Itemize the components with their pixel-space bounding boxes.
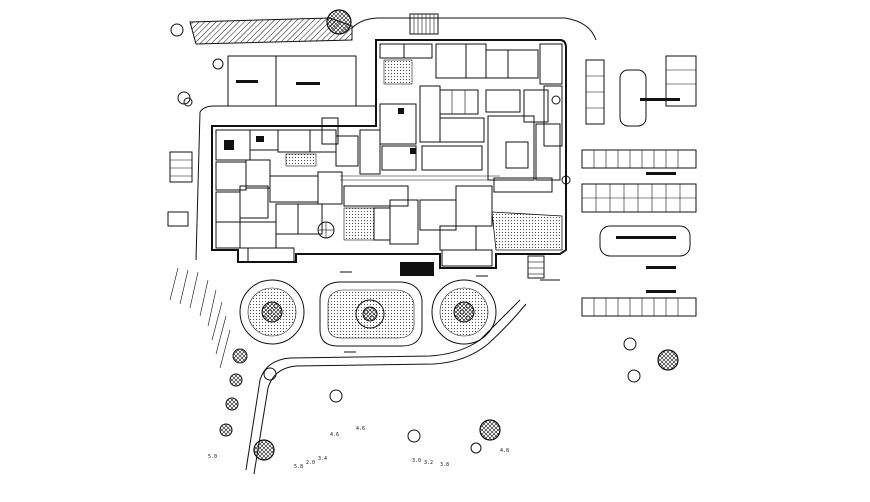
parking-northeast xyxy=(585,55,697,127)
entrance-wings xyxy=(247,247,493,276)
parking-west xyxy=(167,151,231,369)
parking-east-row3 xyxy=(599,225,691,269)
west-wing-rooms xyxy=(215,117,359,249)
southeast-garden xyxy=(491,211,563,251)
trees xyxy=(177,91,679,461)
ground-label-5: 3.8 xyxy=(440,462,449,468)
dropoff-marks xyxy=(340,255,560,353)
east-round-planter xyxy=(431,279,497,345)
ground-label-8: 5.8 xyxy=(294,464,303,470)
east-wing-rooms xyxy=(379,43,563,193)
central-block xyxy=(317,185,493,251)
north-entrance-stair xyxy=(409,13,439,35)
parking-east-row2 xyxy=(581,183,697,213)
central-plaza xyxy=(319,281,423,347)
ground-label-1: 5.0 xyxy=(208,454,217,460)
ground-label-2: 4.6 xyxy=(356,426,365,432)
ground-label-10: 4.6 xyxy=(330,432,339,438)
north-lawn-blocks xyxy=(212,55,357,107)
parking-east-row1 xyxy=(581,149,697,175)
central-corridor xyxy=(340,103,500,181)
ground-label-4: 3.2 xyxy=(424,460,433,466)
main-building xyxy=(211,39,567,269)
ground-label-7: 2.0 xyxy=(306,460,315,466)
ground-label-9: 3.4 xyxy=(318,456,327,462)
ground-label-3: 3.0 xyxy=(412,458,421,464)
west-round-planter xyxy=(239,279,305,345)
ground-label-6: 4.8 xyxy=(500,448,509,454)
landscape-strip-north xyxy=(170,17,353,45)
tree-north xyxy=(326,9,352,35)
parking-east-row4 xyxy=(581,290,697,317)
